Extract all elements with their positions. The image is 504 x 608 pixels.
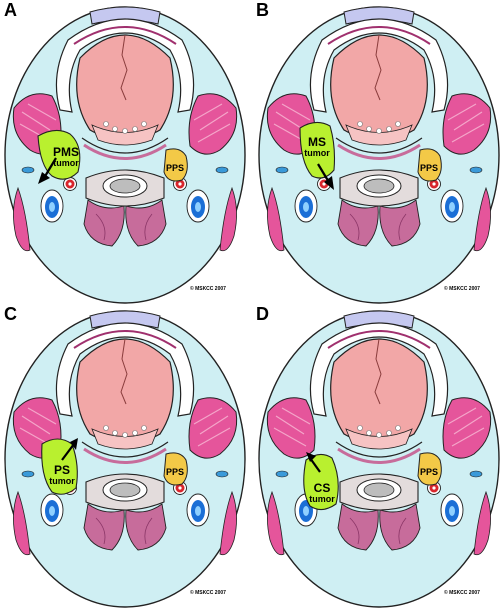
tumor-label-line2: tumor bbox=[49, 476, 75, 486]
tumor-label-line1: MS bbox=[308, 135, 326, 149]
tumor-label-line2: tumor bbox=[53, 158, 79, 168]
panel-letter: B bbox=[256, 0, 269, 20]
tumor-label-line2: tumor bbox=[304, 148, 330, 158]
pps-label: PPS bbox=[166, 163, 184, 173]
panel-d: CS tumor PPS D © MSKCC 2007 bbox=[256, 304, 501, 608]
copyright-text: © MSKCC 2007 bbox=[444, 589, 480, 596]
tumor-arrow bbox=[43, 157, 57, 179]
panel-b: MS tumor PPS B © MSKCC 2007 bbox=[256, 0, 501, 305]
tumor-label-line1: CS bbox=[314, 481, 331, 495]
pps-label: PPS bbox=[166, 467, 184, 477]
panel-letter: D bbox=[256, 304, 269, 324]
tumor-label-line1: PMS bbox=[53, 145, 79, 159]
panel-c: PS tumor PPS C © MSKCC 2007 bbox=[3, 304, 247, 608]
panel-letter: A bbox=[4, 0, 17, 20]
panel-a: PMS tumor PPS A © MSKCC 2007 bbox=[3, 0, 247, 305]
pps-label: PPS bbox=[420, 163, 438, 173]
copyright-text: © MSKCC 2007 bbox=[444, 285, 480, 292]
tumor-shape bbox=[299, 121, 336, 179]
copyright-text: © MSKCC 2007 bbox=[190, 285, 226, 292]
tumor-arrow bbox=[61, 443, 75, 461]
tumor-shape bbox=[303, 453, 339, 511]
tumor-label-line2: tumor bbox=[309, 494, 335, 504]
pps-label: PPS bbox=[420, 467, 438, 477]
tumor-label-line1: PS bbox=[54, 463, 70, 477]
copyright-text: © MSKCC 2007 bbox=[190, 589, 226, 596]
panel-letter: C bbox=[4, 304, 17, 324]
tumor-shape bbox=[37, 129, 81, 180]
